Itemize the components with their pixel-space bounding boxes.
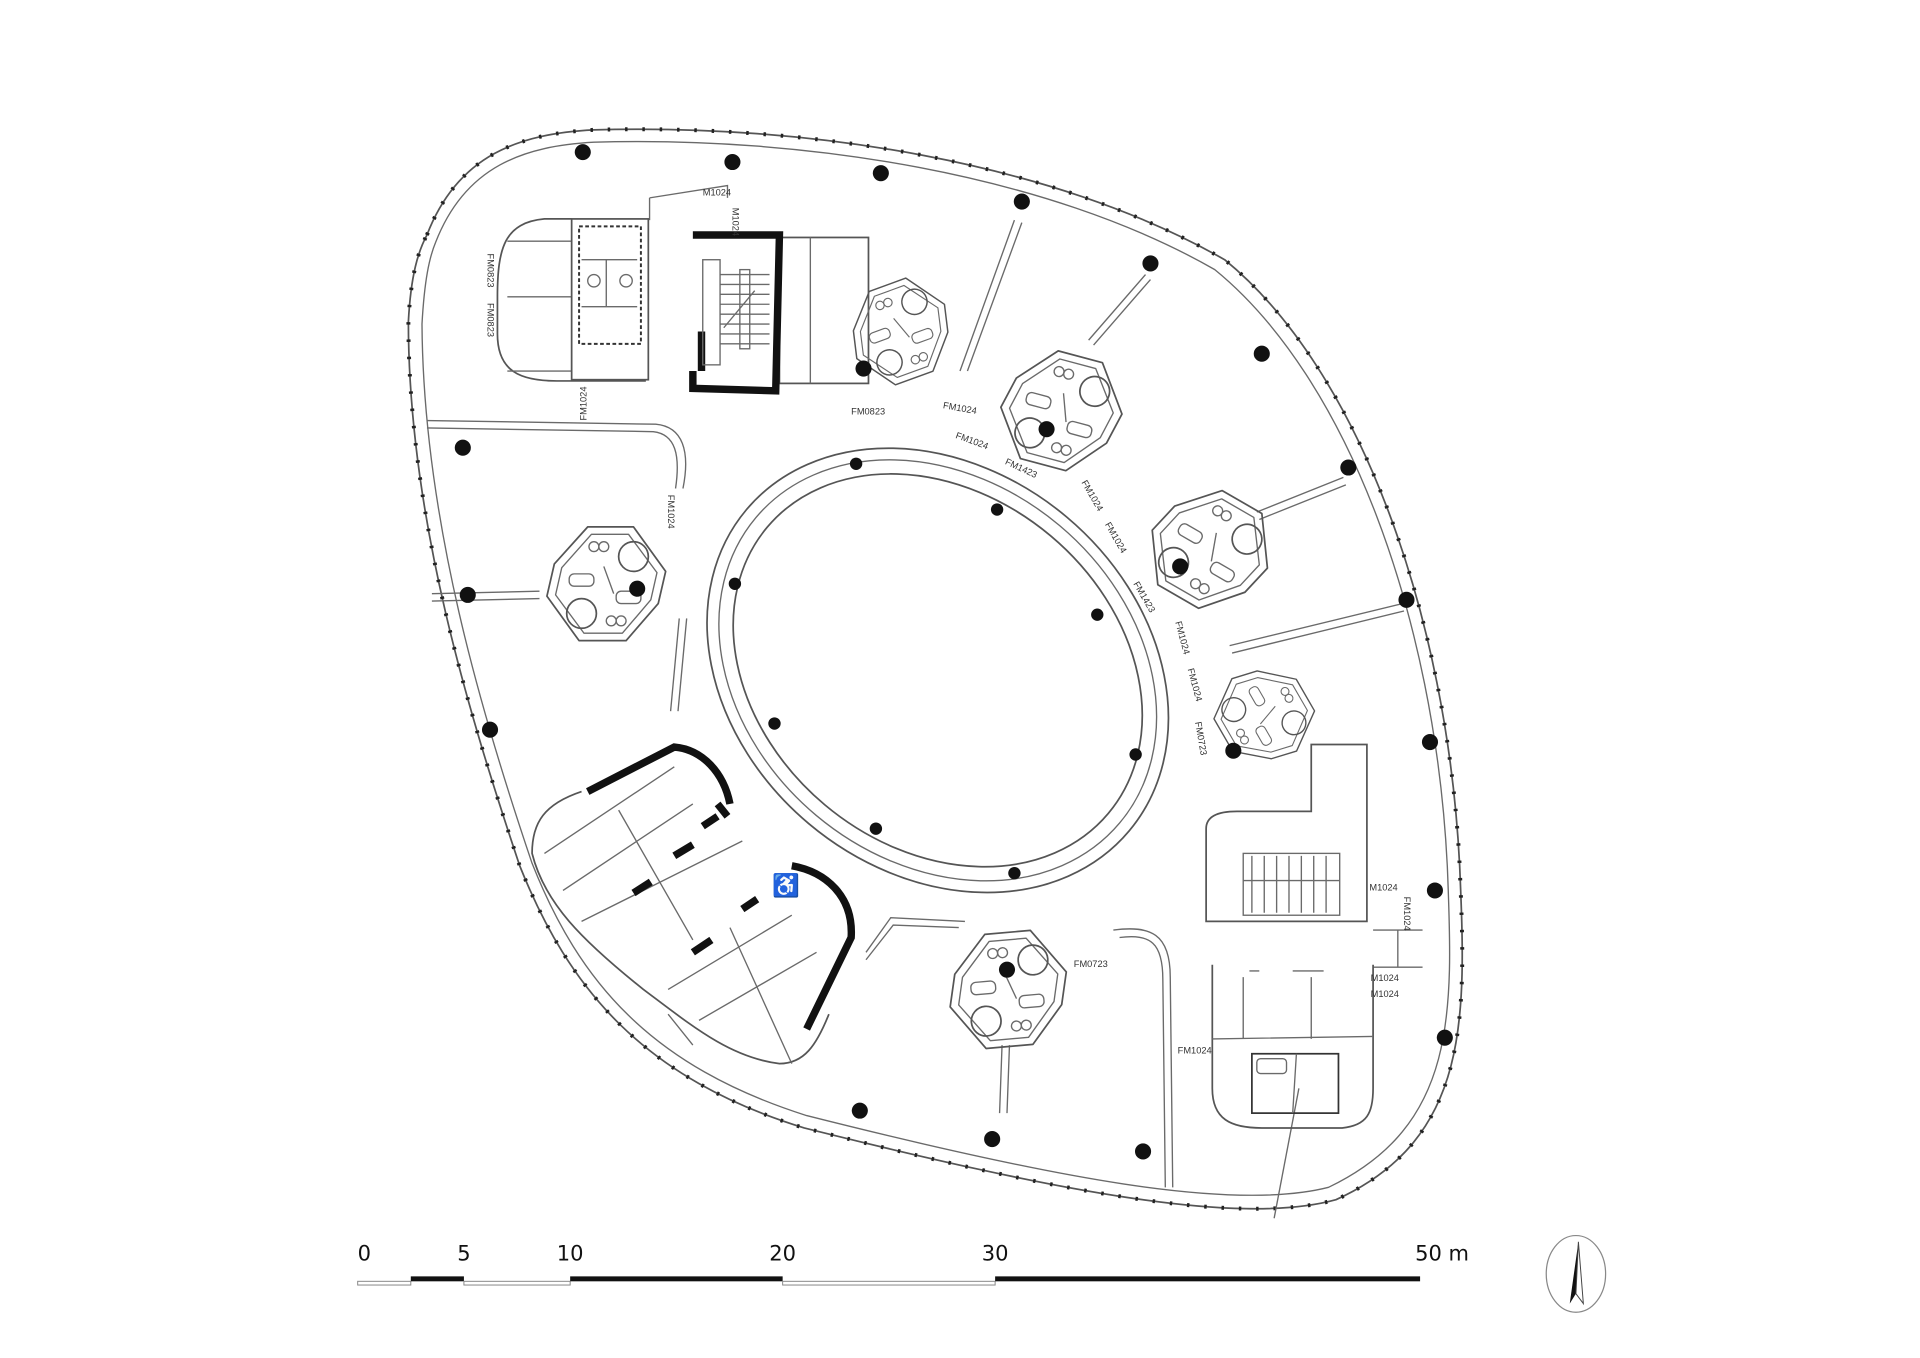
column bbox=[1008, 866, 1021, 880]
wheelchair-icon: ♿ bbox=[772, 872, 800, 898]
column bbox=[1421, 734, 1439, 751]
column bbox=[459, 586, 476, 603]
scale-bar-segment-light bbox=[463, 1280, 571, 1286]
door-tag: FM1024 bbox=[942, 400, 977, 416]
column bbox=[1038, 421, 1055, 438]
column bbox=[1135, 1143, 1152, 1160]
column bbox=[984, 1131, 1001, 1148]
door-tags: M1024 M1024 FM0823 FM0823 FM1024 FM1024 … bbox=[486, 187, 1412, 1055]
structural-columns bbox=[454, 144, 1453, 1160]
scale-bar-label: 10 bbox=[557, 1240, 584, 1265]
column bbox=[574, 144, 591, 161]
door-tag: FM0723 bbox=[1193, 721, 1209, 756]
restroom-pod bbox=[1200, 650, 1329, 780]
column bbox=[724, 153, 741, 171]
core-bottom-left bbox=[531, 743, 855, 1065]
scale-bar-segment-dark bbox=[995, 1276, 1421, 1282]
door-tag: FM0823 bbox=[486, 303, 496, 337]
column bbox=[849, 457, 863, 470]
column bbox=[1398, 591, 1415, 608]
door-tag: FM1024 bbox=[1173, 620, 1191, 655]
core-top-left bbox=[496, 218, 870, 385]
door-tag: M1024 bbox=[1371, 973, 1399, 983]
column bbox=[1340, 459, 1357, 476]
door-tag: FM1423 bbox=[1004, 457, 1039, 480]
stair-core-top bbox=[689, 231, 784, 395]
north-arrow-icon bbox=[1545, 1234, 1607, 1313]
atrium-ring bbox=[706, 447, 1170, 894]
scale-bar-label: 20 bbox=[769, 1240, 796, 1265]
door-tag: M1024 bbox=[1371, 989, 1399, 999]
door-tag: FM1423 bbox=[1131, 580, 1157, 614]
building-envelope bbox=[406, 127, 1465, 1211]
column bbox=[768, 717, 781, 730]
door-tag: FM0823 bbox=[486, 254, 496, 288]
column bbox=[1142, 255, 1159, 272]
column bbox=[629, 580, 646, 597]
column bbox=[1426, 882, 1443, 899]
column bbox=[454, 439, 471, 456]
restroom-pod bbox=[943, 926, 1074, 1053]
column bbox=[1253, 345, 1270, 362]
column bbox=[872, 165, 889, 182]
door-tag: FM1024 bbox=[1103, 520, 1129, 554]
scale-bar-segment-light bbox=[782, 1280, 996, 1286]
scale-bar: 0 5 10 20 30 50 m bbox=[357, 1240, 1469, 1286]
column bbox=[869, 822, 883, 835]
stair-core-right bbox=[1205, 743, 1374, 1129]
door-tag: M1024 bbox=[730, 208, 740, 236]
door-tag: FM0723 bbox=[1074, 959, 1108, 969]
restroom-pod bbox=[835, 268, 966, 395]
column bbox=[1091, 608, 1104, 621]
column bbox=[1172, 558, 1189, 575]
column bbox=[1436, 1029, 1453, 1046]
scale-bar-label: 5 bbox=[457, 1240, 470, 1265]
scale-bar-label: 50 m bbox=[1415, 1240, 1469, 1265]
door-tag: FM1024 bbox=[1079, 478, 1105, 512]
door-tag: FM1024 bbox=[1178, 1046, 1212, 1056]
restroom-pod bbox=[546, 526, 667, 642]
door-tag: FM1024 bbox=[1402, 897, 1412, 931]
door-tag: M1024 bbox=[1369, 882, 1397, 892]
scale-bar-segment-dark bbox=[570, 1276, 783, 1282]
door-tag: M1024 bbox=[703, 187, 731, 197]
restroom-pods bbox=[546, 268, 1329, 1053]
scale-bar-label: 30 bbox=[982, 1240, 1009, 1265]
column bbox=[1013, 193, 1030, 210]
door-tag: FM1024 bbox=[1186, 667, 1204, 702]
column bbox=[851, 1102, 868, 1119]
door-tag: FM1024 bbox=[954, 430, 989, 451]
column bbox=[855, 360, 872, 377]
door-tag: FM0823 bbox=[851, 406, 885, 416]
partition-walls bbox=[426, 184, 1423, 1219]
column bbox=[728, 577, 742, 590]
door-tag: FM1024 bbox=[578, 387, 588, 421]
scale-bar-label: 0 bbox=[358, 1240, 371, 1265]
column bbox=[990, 503, 1004, 516]
scale-bar-segment-dark bbox=[410, 1276, 464, 1282]
scale-bar-segment-light bbox=[357, 1280, 412, 1286]
column bbox=[1225, 742, 1242, 759]
door-tag: FM1024 bbox=[666, 495, 676, 529]
column bbox=[998, 961, 1016, 978]
column bbox=[481, 721, 499, 738]
column bbox=[1129, 748, 1142, 761]
